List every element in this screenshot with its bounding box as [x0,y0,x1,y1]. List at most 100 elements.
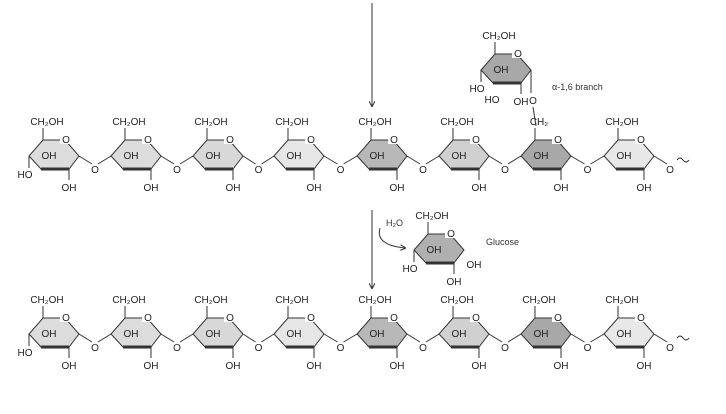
oh-label: OH [370,151,385,162]
glycosidic-oxygen: O [255,165,263,176]
ho-label: HO [470,84,485,95]
ch2oh-label: CH₂OH [605,295,638,306]
ring-oxygen: O [472,135,480,146]
ring-oxygen-bg [635,134,646,144]
ch2oh-label: CH₂OH [522,295,555,306]
ring-oxygen-bg [552,134,563,144]
ring-oxygen: O [62,313,70,324]
oh-label: OH [206,151,221,162]
ch2oh-label: CH₂OH [415,211,448,222]
ring-oxygen: O [390,313,398,324]
oh-label: OH [307,361,322,372]
chain-continuation-icon [676,157,690,163]
glycosidic-bond [488,333,503,343]
ch2oh-label: CH₂OH [30,117,63,128]
ring-oxygen-bg [142,134,153,144]
glycosidic-bond [160,155,175,165]
glycosidic-oxygen: O [337,165,345,176]
ring-oxygen: O [144,313,152,324]
ring-oxygen: O [637,313,645,324]
ch2oh-label: CH₂OH [440,295,473,306]
branch-oxygen: O [529,96,537,107]
glycosidic-bond [343,333,358,343]
ring-oxygen: O [307,313,315,324]
ring-oxygen: O [144,135,152,146]
ring-oxygen-bg [552,312,563,322]
glycosidic-bond [343,155,358,165]
oh-label: OH [124,151,139,162]
glycosidic-bond [97,333,112,343]
ring-oxygen-bg [388,134,399,144]
glycosidic-bond [179,155,194,165]
glycosidic-oxygen: O [419,343,427,354]
ch2oh-label: CH₂OH [482,31,515,42]
oh-label: OH [472,361,487,372]
chain-continuation-icon [676,335,690,341]
glycosidic-bond [242,155,256,165]
ch2oh-label: CH₂OH [112,295,145,306]
oh-label: OH [287,329,302,340]
glycosidic-oxygen: O [666,165,674,176]
ch2oh-label: CH₂OH [358,295,391,306]
oh-label: OH [617,329,632,340]
glycosidic-bond [406,155,421,165]
ring-oxygen: O [514,49,522,60]
oh-label: OH [452,151,467,162]
oh-label: OH [307,183,322,194]
ch2oh-label: CH₂OH [194,295,227,306]
ring-oxygen: O [307,135,315,146]
water-curved-arrow [378,227,405,248]
ring-oxygen-bg [224,134,235,144]
glycosidic-oxygen: O [501,343,509,354]
glycosidic-oxygen: O [91,165,99,176]
oh-label: OH [62,361,77,372]
glycosidic-bond [507,333,522,343]
ring-oxygen-bg [512,48,523,58]
glycosidic-bond [653,333,668,343]
oh-label: OH [226,183,241,194]
glycosidic-bond [261,333,275,343]
oh-label: OH [370,329,385,340]
oh-label: OH [42,329,57,340]
glycosidic-oxygen: O [666,343,674,354]
oh-label: OH [617,151,632,162]
ring-oxygen-bg [142,312,153,322]
ch2oh-label: CH₂OH [30,295,63,306]
ch2oh-label: CH₂ [530,117,548,128]
glycosidic-bond [590,333,605,343]
ring-oxygen-bg [224,312,235,322]
glucose-unit: O CH₂OH OH OH HO [470,31,532,108]
oh-label: OH [514,97,529,108]
ch2oh-label: CH₂OH [194,117,227,128]
ch2oh-label: CH₂OH [275,117,308,128]
glycosidic-bond [425,333,440,343]
ch2oh-label: CH₂OH [358,117,391,128]
glycosidic-bond [323,333,338,343]
oh-label: OH [467,260,482,271]
ring-oxygen-bg [60,134,71,144]
glycosidic-oxygen: O [501,165,509,176]
ring-oxygen: O [226,135,234,146]
glycosidic-oxygen: O [584,165,592,176]
ring-oxygen-bg [60,312,71,322]
glucose-unit: O CH₂OH OH OH [603,295,655,372]
oh-label: OH [637,361,652,372]
ring-oxygen: O [447,229,455,240]
oh-label: OH [42,151,57,162]
glycosidic-bond [425,155,440,165]
glycosidic-bond [653,155,668,165]
oh-label: OH [206,329,221,340]
ch2oh-label: CH₂OH [275,295,308,306]
ring-oxygen: O [390,135,398,146]
glycosidic-oxygen: O [173,343,181,354]
ring-oxygen: O [554,313,562,324]
glycosidic-oxygen: O [255,343,263,354]
oh-label: OH [494,65,509,76]
